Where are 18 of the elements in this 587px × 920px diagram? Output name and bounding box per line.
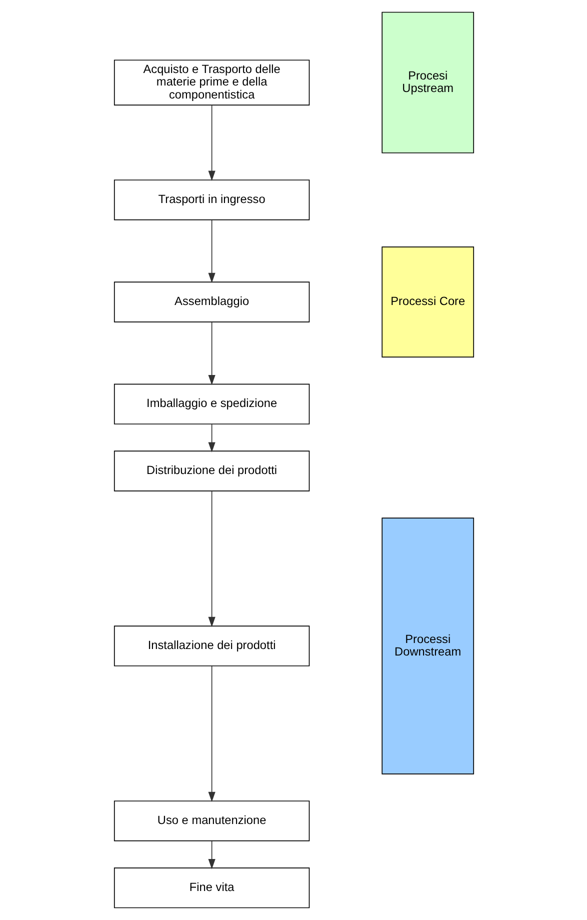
node-box: Installazione dei prodotti (113, 626, 310, 666)
node-box: Acquisto e Trasporto delle materie prime e della componentistica (113, 60, 310, 106)
node-box: Trasporti in ingresso (113, 180, 310, 220)
arrow (208, 424, 215, 452)
node-box: Fine vita (113, 868, 310, 908)
arrow (208, 322, 215, 386)
node-box: Imballaggio e spedizione (113, 384, 310, 424)
node-box: Processi Core (381, 246, 474, 358)
node-box: Uso e manutenzione (113, 800, 310, 842)
node-box: Procesi Upstream (381, 12, 474, 154)
node-box: Distribuzione dei prodotti (113, 450, 310, 492)
arrow (208, 219, 215, 284)
arrow (208, 840, 215, 870)
arrow (208, 490, 215, 628)
node-box: Assemblaggio (113, 282, 310, 322)
arrow (208, 104, 215, 181)
node-box: Processi Downstream (381, 518, 474, 774)
arrow (208, 666, 215, 802)
